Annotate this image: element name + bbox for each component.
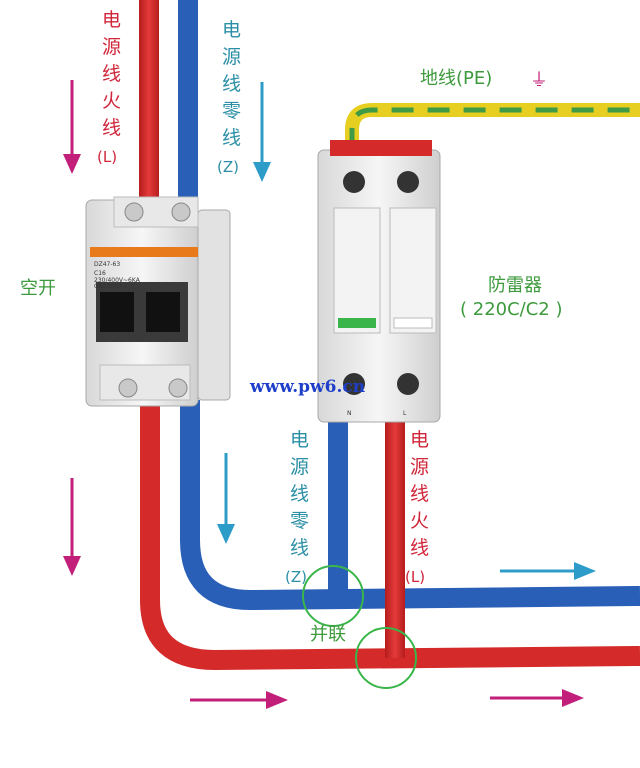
arrow-down-live-top-icon — [63, 80, 81, 174]
spd-title: 防雷器 — [488, 275, 542, 296]
spd-terminal-n: N — [347, 410, 352, 417]
svg-text:(L): (L) — [405, 568, 425, 586]
svg-text:源: 源 — [290, 456, 309, 478]
svg-text:线: 线 — [410, 483, 429, 505]
svg-text:源: 源 — [102, 36, 121, 58]
svg-text:(L): (L) — [97, 148, 117, 166]
spd-terminal-l: L — [403, 410, 407, 417]
surge-protector — [317, 140, 441, 423]
earth-wire-stripe — [349, 107, 640, 150]
svg-text:零: 零 — [222, 100, 241, 122]
svg-text:源: 源 — [222, 46, 241, 68]
svg-text:源: 源 — [410, 456, 429, 478]
parallel-junction-circle-live — [355, 627, 417, 689]
svg-text:零: 零 — [290, 510, 309, 532]
svg-text:电: 电 — [410, 429, 429, 451]
svg-text:线: 线 — [102, 117, 121, 139]
live-in-label: 电 源 线 火 线 (L) — [97, 9, 121, 166]
live-wire-incoming — [139, 0, 159, 210]
arrow-right-live-left-icon — [190, 691, 288, 709]
arrow-right-neutral-icon — [500, 562, 596, 580]
svg-text:线: 线 — [222, 127, 241, 149]
neutral-wire-outgoing — [180, 400, 640, 611]
breaker-spec-1: 230/400V~6KA — [94, 277, 141, 284]
svg-text:电: 电 — [290, 429, 309, 451]
svg-text:线: 线 — [222, 73, 241, 95]
breaker-label: 空开 — [20, 278, 56, 299]
parallel-label: 并联 — [310, 624, 346, 645]
live-out-label: 电 源 线 火 线 (L) — [405, 429, 429, 586]
arrow-down-neutral-top-icon — [253, 82, 271, 182]
breaker-spec-2: GB10963.1 — [94, 283, 128, 290]
neutral-out-label: 电 源 线 零 线 (Z) — [285, 429, 309, 586]
arrow-down-live-bottom-icon — [63, 478, 81, 576]
arrow-down-neutral-bottom-icon — [217, 453, 235, 544]
svg-text:火: 火 — [102, 90, 121, 112]
spd-neutral-drop-wire — [328, 400, 348, 600]
svg-text:电: 电 — [102, 9, 121, 31]
live-wire-outgoing — [140, 400, 640, 671]
breaker-rating: C16 — [94, 270, 106, 277]
svg-text:线: 线 — [290, 483, 309, 505]
parallel-junction-circle-neutral — [302, 565, 364, 627]
earth-symbol-icon: ⏚ — [530, 70, 548, 91]
svg-text:线: 线 — [102, 63, 121, 85]
earth-label: 地线(PE) — [420, 68, 492, 89]
breaker-model: DZ47-63 — [94, 261, 120, 268]
spd-model: ( 220C/C2 ) — [460, 299, 563, 320]
spd-live-drop-wire — [385, 400, 405, 658]
svg-text:(Z): (Z) — [217, 158, 239, 176]
circuit-breaker — [85, 196, 231, 407]
neutral-wire-incoming — [178, 0, 198, 210]
svg-text:电: 电 — [222, 19, 241, 41]
arrow-right-live-right-icon — [490, 689, 584, 707]
svg-text:火: 火 — [410, 510, 429, 532]
watermark: www.pw6.cn — [249, 377, 365, 397]
svg-text:线: 线 — [290, 537, 309, 559]
neutral-in-label: 电 源 线 零 线 (Z) — [217, 19, 241, 176]
svg-text:(Z): (Z) — [285, 568, 307, 586]
svg-text:线: 线 — [410, 537, 429, 559]
